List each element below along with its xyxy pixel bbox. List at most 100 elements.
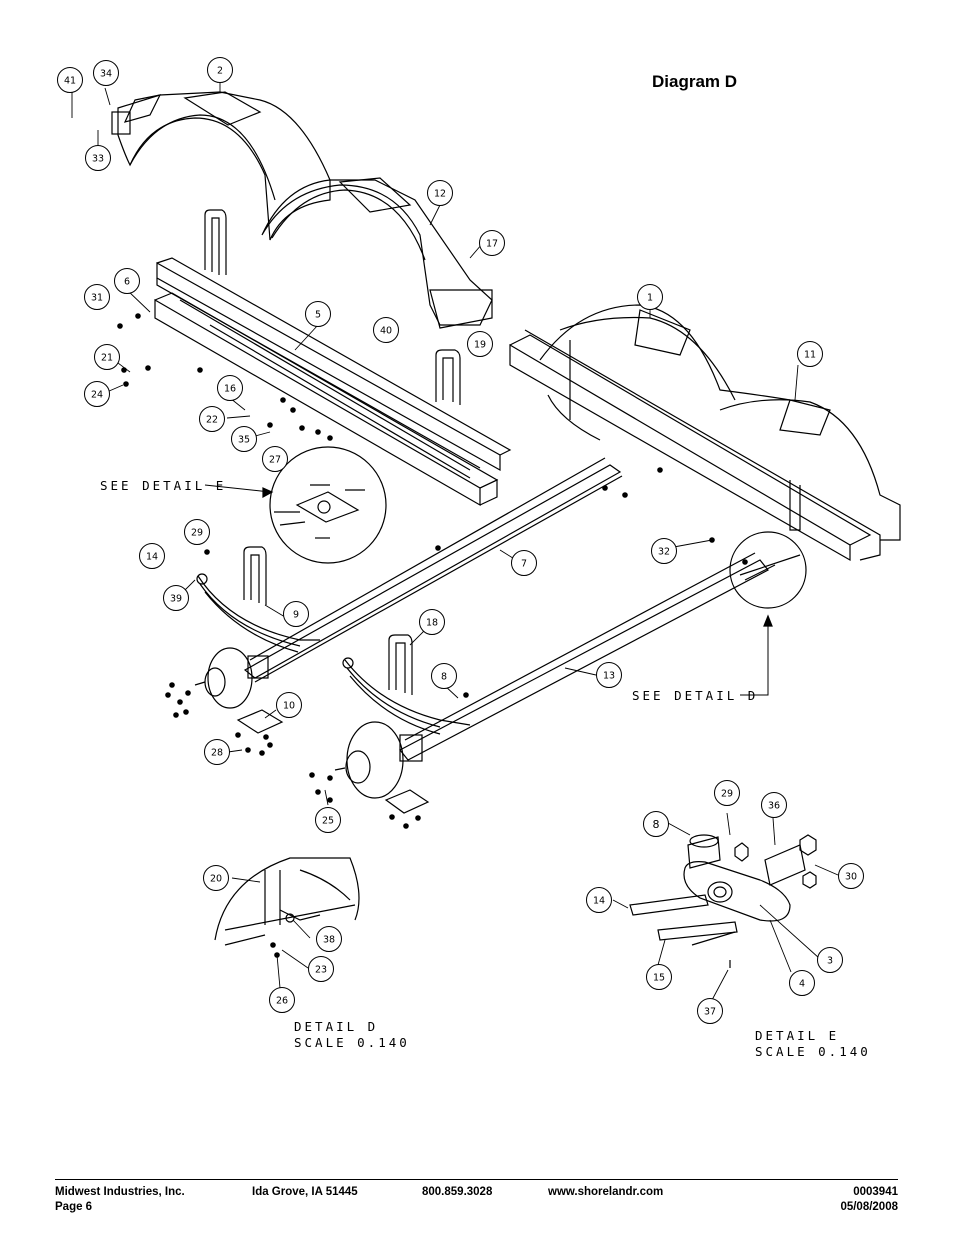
callout-number: 19 [474, 340, 486, 351]
callout-number: 12 [434, 189, 446, 200]
callout-29: 29 [184, 519, 210, 545]
detail-d-circle [729, 531, 807, 696]
footer-page: Page 6 [55, 1201, 93, 1213]
nut-icon [327, 775, 333, 781]
footer-location: Ida Grove, IA 51445 [252, 1186, 358, 1198]
callout-4: 4 [789, 970, 815, 996]
callout-34: 34 [93, 60, 119, 86]
detail-e-label: DETAIL E [755, 1028, 839, 1043]
callout-number: 6 [124, 277, 130, 288]
footer-website: www.shorelandr.com [548, 1186, 664, 1198]
callout-number: 31 [91, 293, 103, 304]
callout-11: 11 [797, 341, 823, 367]
callout-number: 3 [827, 956, 833, 967]
callout-27: 27 [262, 446, 288, 472]
nut-icon [389, 814, 395, 820]
callout-35: 35 [231, 426, 257, 452]
callout-number: 38 [323, 935, 335, 946]
callout-number: 14 [146, 552, 158, 563]
detail-e-circle [204, 446, 387, 564]
callout-3: 3 [817, 947, 843, 973]
nut-icon [183, 709, 189, 715]
callout-2: 2 [207, 57, 233, 83]
nut-icon [235, 732, 241, 738]
callout-number: 34 [100, 69, 112, 80]
callout-number: 40 [380, 326, 392, 337]
detail-e-scale: SCALE 0.140 [755, 1044, 871, 1059]
detail-d-view [214, 857, 360, 946]
callout-number: 28 [211, 748, 223, 759]
callout-16: 16 [217, 375, 243, 401]
nut-icon [165, 692, 171, 698]
callout-8: 8 [431, 663, 457, 689]
nut-icon [415, 815, 421, 821]
callout-38: 38 [316, 926, 342, 952]
nut-icon [267, 742, 273, 748]
callout-number: 33 [92, 154, 104, 165]
callout-23: 23 [308, 956, 334, 982]
callout-13: 13 [596, 662, 622, 688]
detail-e-view [629, 834, 817, 968]
hardware-nuts [117, 313, 748, 958]
callout-number: 35 [238, 435, 250, 446]
callout-number: 36 [768, 801, 780, 812]
callout-25: 25 [315, 807, 341, 833]
callout-28: 28 [204, 739, 230, 765]
callout-29: 29 [714, 780, 740, 806]
callout-number: 23 [315, 965, 327, 976]
callout-24: 24 [84, 381, 110, 407]
nut-icon [315, 789, 321, 795]
nut-icon [197, 367, 203, 373]
footer-phone: 800.859.3028 [422, 1186, 493, 1198]
callout-33: 33 [85, 145, 111, 171]
nut-icon [290, 407, 296, 413]
nut-icon [169, 682, 175, 688]
nut-icon [177, 699, 183, 705]
callout-number: 7 [521, 559, 527, 570]
callout-39: 39 [163, 585, 189, 611]
nut-icon [403, 823, 409, 829]
nut-icon [327, 435, 333, 441]
callout-number: 25 [322, 816, 334, 827]
callout-5: 5 [305, 301, 331, 327]
callout-number: 15 [653, 973, 665, 984]
see-detail-d-label: SEE DETAIL D [632, 688, 758, 703]
callout-number: 39 [170, 594, 182, 605]
callout-number: 9 [293, 610, 299, 621]
callout-number: 27 [269, 455, 281, 466]
callout-31: 31 [84, 284, 110, 310]
hub-rear [334, 721, 423, 799]
leader-lines [71, 82, 839, 1001]
footer-doc-number: 0003941 [853, 1186, 898, 1198]
nut-icon [602, 485, 608, 491]
detail-d-label: DETAIL D [294, 1019, 378, 1034]
fender-2 [111, 91, 331, 241]
callout-14: 14 [586, 887, 612, 913]
nut-icon [117, 323, 123, 329]
tie-plate-25 [384, 789, 430, 814]
callout-number: 20 [210, 874, 222, 885]
callout-10: 10 [276, 692, 302, 718]
callout-1: 1 [637, 284, 663, 310]
nut-icon [263, 734, 269, 740]
callout-26: 26 [269, 987, 295, 1013]
footer-company: Midwest Industries, Inc. [55, 1186, 185, 1198]
callout-9: 9 [283, 601, 309, 627]
nut-icon [309, 772, 315, 778]
callout-12: 12 [427, 180, 453, 206]
callout-30: 30 [838, 863, 864, 889]
callout-36: 36 [761, 792, 787, 818]
see-detail-e-label: SEE DETAIL E [100, 478, 226, 493]
callout-number: 29 [191, 528, 203, 539]
callout-number: 30 [845, 872, 857, 883]
nut-icon [145, 365, 151, 371]
callout-number: 24 [91, 390, 103, 401]
callout-number: 22 [206, 415, 218, 426]
u-bolt-19 [435, 349, 461, 405]
frame-rail-left [154, 257, 512, 507]
nut-icon [123, 381, 129, 387]
nut-icon [259, 750, 265, 756]
callout-15: 15 [646, 964, 672, 990]
